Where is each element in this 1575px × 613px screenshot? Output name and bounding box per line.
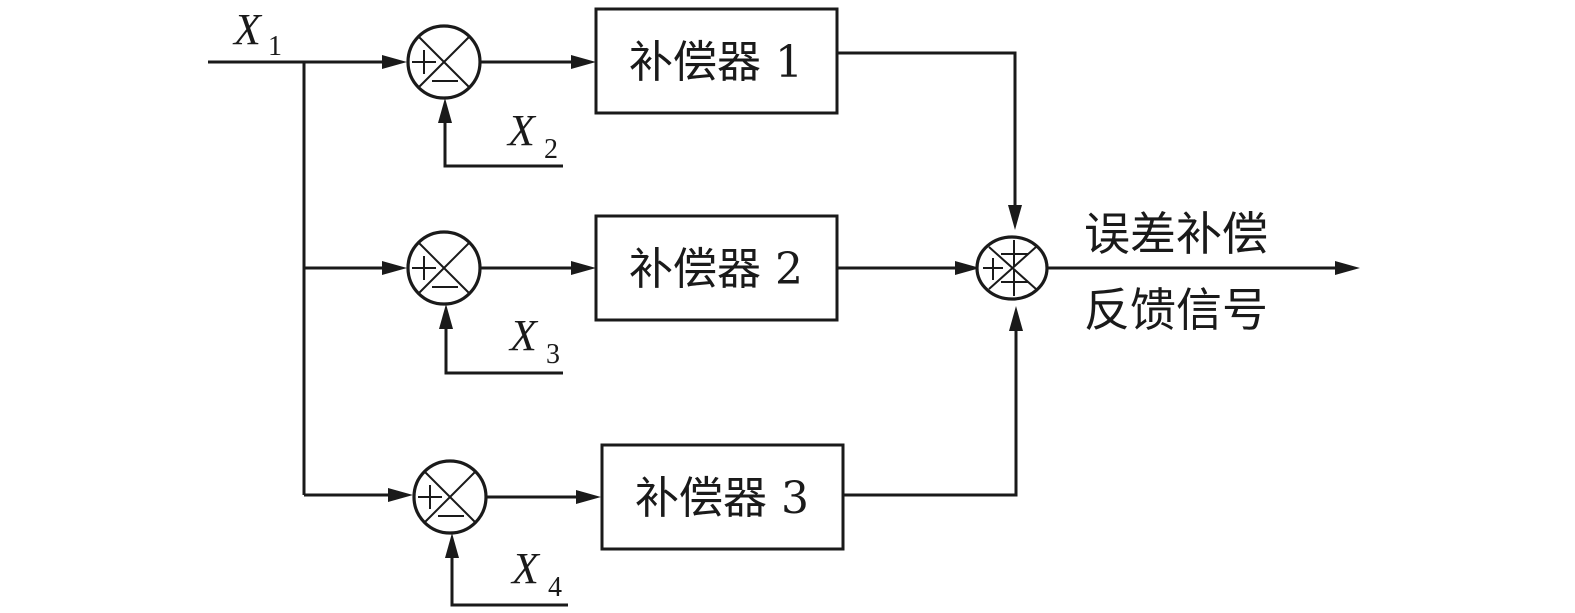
compensator-2-label: 补偿器 2 (629, 244, 803, 295)
arrow-feedback-x3 (439, 304, 453, 329)
arrow-comp3-out (1009, 306, 1023, 331)
comp3-output-line (843, 325, 1018, 497)
feedback-x3-line (444, 322, 563, 375)
compensator-3-block: 补偿器 3 (600, 443, 845, 551)
feedback-x4-subscript: 4 (548, 572, 562, 603)
arrow-comp1-out (1008, 205, 1022, 230)
arrow-comp2-in (571, 261, 596, 275)
summing-junction-2 (406, 230, 482, 306)
feedback-x4-line (450, 551, 568, 607)
arrow-comp1-in (571, 55, 596, 69)
arrow-sj2-in (382, 261, 407, 275)
output-label-line1: 误差补偿 (1084, 207, 1268, 261)
arrow-feedback-x4 (445, 533, 459, 558)
summing-junction-3 (412, 459, 488, 535)
compensator-1-block: 补偿器 1 (594, 7, 839, 115)
compensator-3-label: 补偿器 3 (635, 473, 809, 524)
feedback-x4-label: X (510, 544, 541, 593)
arrow-comp3-in (576, 490, 601, 504)
feedback-x2-line (443, 115, 563, 168)
output-label-line2: 反馈信号 (1084, 283, 1268, 337)
feedback-x2-label: X (506, 106, 537, 155)
output-summing-junction (975, 235, 1049, 301)
feedback-x2-subscript: 2 (544, 134, 558, 165)
arrow-comp2-out (955, 261, 980, 275)
arrow-sj3-in (388, 488, 413, 502)
arrow-output (1335, 261, 1360, 275)
input-x1-label: X (232, 5, 263, 54)
comp1-output-line (837, 51, 1017, 212)
arrow-sj1-in (382, 55, 407, 69)
feedback-x3-label: X (508, 311, 539, 360)
arrow-feedback-x2 (438, 98, 452, 123)
compensator-2-block: 补偿器 2 (594, 214, 839, 322)
feedback-x3-subscript: 3 (546, 339, 560, 370)
summing-junction-1 (406, 24, 482, 100)
input-x1-subscript: 1 (268, 31, 282, 62)
compensator-1-label: 补偿器 1 (629, 37, 803, 88)
